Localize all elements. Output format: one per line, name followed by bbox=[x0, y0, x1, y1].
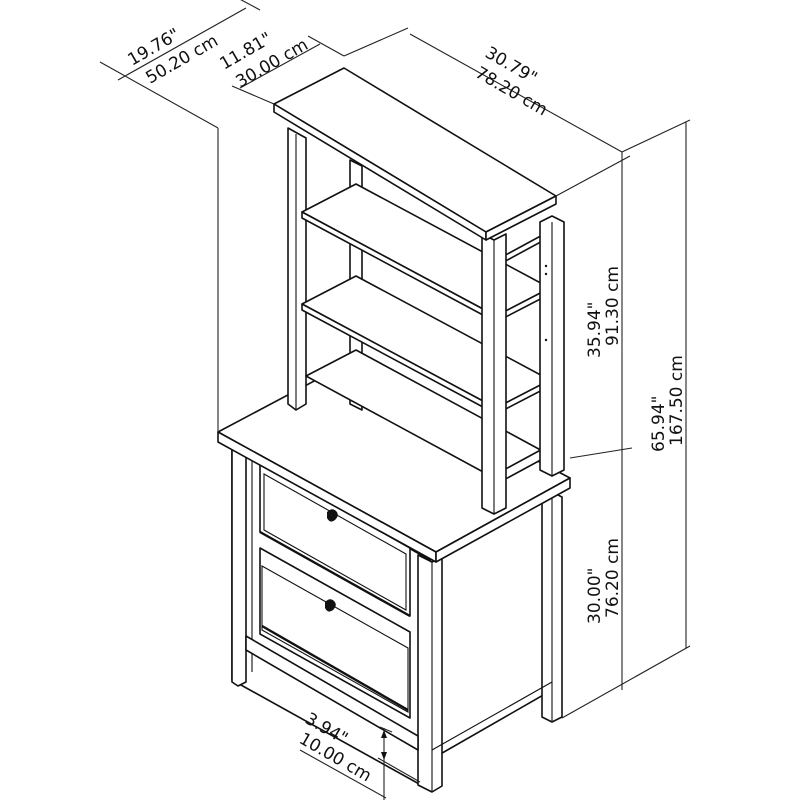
cabinet-left-leg bbox=[231, 445, 247, 687]
file-cabinet bbox=[217, 361, 571, 793]
hutch-back-left-post bbox=[287, 127, 307, 411]
svg-text:91.30 cm: 91.30 cm bbox=[603, 266, 623, 346]
cabinet-front-right-leg bbox=[417, 554, 443, 793]
overall-height-inches: 65.94" bbox=[649, 396, 669, 453]
svg-text:65.94": 65.94" bbox=[649, 396, 669, 453]
overall-height-cm: 167.50 cm bbox=[667, 355, 687, 446]
cabinet-height-cm: 76.20 cm bbox=[603, 538, 623, 618]
hutch-height-inches: 35.94" bbox=[585, 302, 605, 359]
top-drawer-knob[interactable] bbox=[327, 509, 338, 522]
dimension-cabinet-height: 30.00" 76.20 cm bbox=[561, 452, 691, 719]
bottom-drawer-knob[interactable] bbox=[325, 599, 336, 612]
dimension-overall-height: 65.94" 167.50 cm bbox=[621, 119, 691, 648]
bookcase-hutch bbox=[273, 67, 565, 515]
cabinet-height-inches: 30.00" bbox=[585, 568, 605, 625]
bottom-drawer[interactable] bbox=[259, 547, 411, 719]
cabinet-bottom-rail bbox=[245, 635, 419, 751]
dimension-hutch-height: 35.94" 91.30 cm bbox=[569, 152, 633, 459]
svg-text:167.50 cm: 167.50 cm bbox=[667, 355, 687, 446]
svg-text:30.00": 30.00" bbox=[585, 568, 605, 625]
svg-text:35.94": 35.94" bbox=[585, 302, 605, 359]
svg-text:76.20 cm: 76.20 cm bbox=[603, 538, 623, 618]
hutch-height-cm: 91.30 cm bbox=[603, 266, 623, 346]
